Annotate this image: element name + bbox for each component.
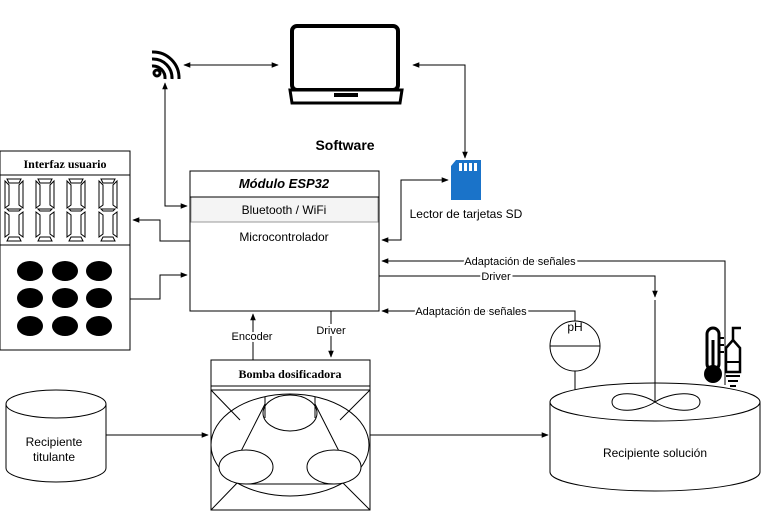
software-label: Software xyxy=(315,137,374,153)
sd-esp32-link xyxy=(381,177,449,243)
wifi-icon xyxy=(151,50,181,80)
seven-segment-display-icon xyxy=(4,178,118,242)
solution-container: Recipiente solución xyxy=(549,382,761,492)
titrant-label-line2: titulante xyxy=(33,450,75,464)
titrant-label-line1: Recipiente xyxy=(26,435,83,449)
thermometer-icon xyxy=(704,326,742,387)
dosing-pump-title: Bomba dosificadora xyxy=(238,367,341,381)
ph-label: pH xyxy=(567,320,582,334)
laptop-icon xyxy=(288,24,404,105)
encoder-label: Encoder xyxy=(232,331,273,343)
esp32-title: Módulo ESP32 xyxy=(239,176,330,191)
esp32-mcu-label: Microcontrolador xyxy=(239,230,328,244)
esp32-to-display-link xyxy=(132,217,190,242)
keypad-icon xyxy=(17,261,112,336)
titrant-container: Recipiente titulante xyxy=(5,389,107,483)
wifi-esp32-link xyxy=(162,82,188,209)
ph-adapt-link xyxy=(381,308,576,321)
temp-adapt-link xyxy=(381,258,726,385)
ph-sensor: pH xyxy=(549,320,601,390)
adapt-top-label: Adaptación de señales xyxy=(464,256,576,268)
user-interface-box: Interfaz usuario xyxy=(0,150,131,351)
user-interface-title: Interfaz usuario xyxy=(24,157,107,171)
esp32-comm-label: Bluetooth / WiFi xyxy=(242,203,327,217)
dosing-pump-box: Bomba dosificadora xyxy=(210,359,371,511)
driver-pump-label: Driver xyxy=(316,325,346,337)
laptop-sd-link xyxy=(412,62,468,159)
driver-stirrer-link xyxy=(379,275,658,298)
solution-label: Recipiente solución xyxy=(603,446,707,460)
esp32-module: Módulo ESP32 Bluetooth / WiFi Microcontr… xyxy=(189,170,380,312)
sd-card-icon xyxy=(451,160,481,200)
driver-top-label: Driver xyxy=(481,271,511,283)
sd-reader-label: Lector de tarjetas SD xyxy=(410,207,523,221)
adapt-ph-label: Adaptación de señales xyxy=(415,306,527,318)
keypad-to-esp32-link xyxy=(130,272,188,300)
